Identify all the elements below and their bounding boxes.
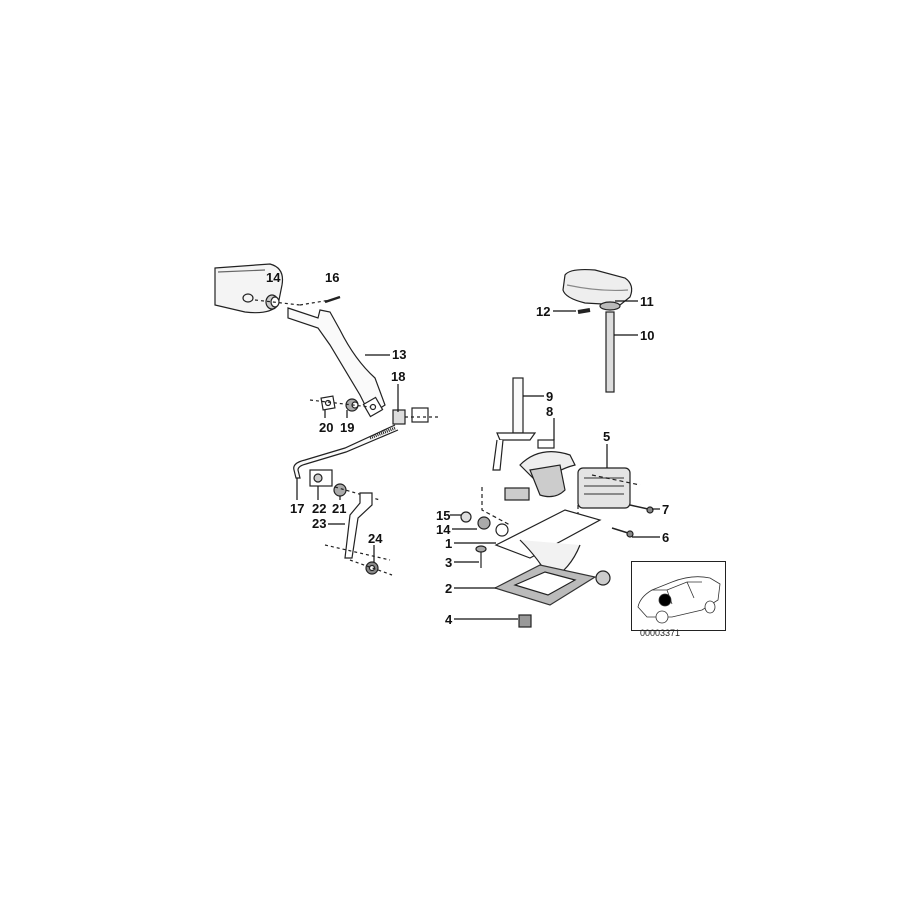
callout-3: 3 [445, 555, 453, 570]
callout-15: 15 [436, 508, 451, 523]
car-outline-icon [637, 576, 721, 624]
selector-knob-11 [562, 268, 633, 311]
callout-6: 6 [662, 530, 670, 545]
bushing-14 [265, 294, 280, 310]
clip-22 [309, 469, 333, 487]
pin-3 [475, 545, 487, 568]
callout-18: 18 [391, 369, 406, 384]
callout-11: 11 [640, 294, 654, 309]
location-marker [658, 593, 672, 607]
callout-17: 17 [290, 501, 305, 516]
vehicle-location-thumbnail [631, 561, 726, 631]
callout-16: 16 [325, 270, 340, 285]
callout-23: 23 [312, 516, 327, 531]
callout-5: 5 [603, 429, 611, 444]
callout-7: 7 [662, 502, 670, 517]
nut-24 [365, 561, 379, 575]
washer-20 [320, 395, 336, 411]
callout-14-right: 14 [436, 522, 451, 537]
connector [504, 487, 530, 501]
callout-12: 12 [536, 304, 551, 319]
callout-14-left: 14 [266, 270, 281, 285]
callout-4: 4 [445, 612, 453, 627]
callout-20: 20 [319, 420, 334, 435]
callout-1: 1 [445, 536, 453, 551]
callout-24: 24 [368, 531, 383, 546]
callout-21: 21 [332, 501, 347, 516]
callout-22: 22 [312, 501, 327, 516]
bushing-21 [333, 483, 347, 497]
joint-18 [392, 407, 429, 425]
callout-8: 8 [546, 404, 554, 419]
shift-shaft-9 [492, 377, 537, 471]
gasket-2 [493, 564, 597, 606]
indicator-panel-5 [577, 467, 631, 509]
callout-10: 10 [640, 328, 655, 343]
shift-lever-13 [287, 307, 386, 418]
bracket-23 [344, 492, 373, 559]
callout-2: 2 [445, 581, 453, 596]
part-4 [518, 614, 532, 628]
selector-rod-17 [293, 424, 399, 479]
diagram-image-id: 00003371 [640, 628, 681, 638]
shift-gate-8 [519, 439, 576, 498]
callout-9: 9 [546, 389, 554, 404]
callout-13: 13 [392, 347, 407, 362]
callout-19: 19 [340, 420, 355, 435]
selector-rod-10 [605, 311, 615, 393]
